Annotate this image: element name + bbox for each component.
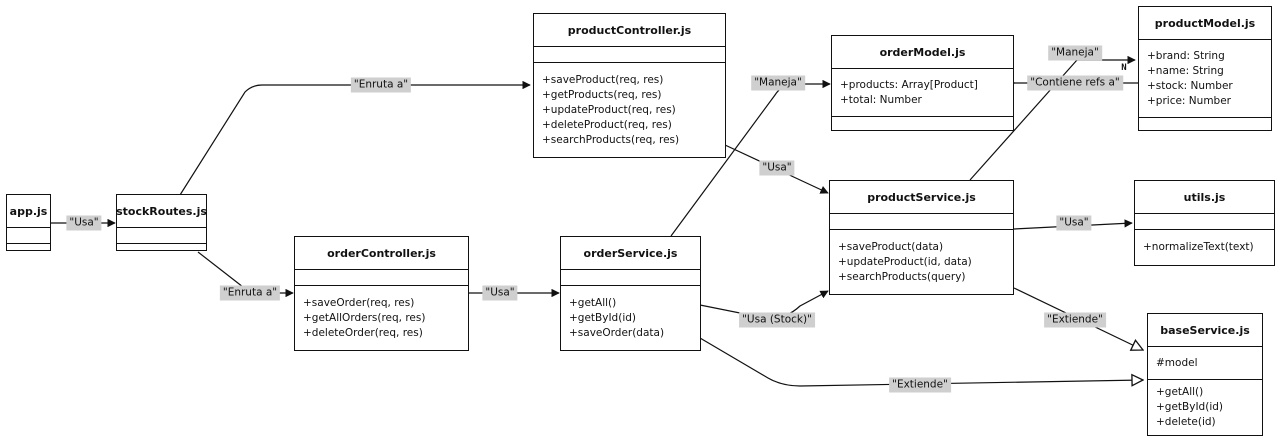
method: +searchProducts(query) [838,270,966,283]
method: +getById(id) [569,311,636,324]
class-attributes: +brand: String +name: String +stock: Numbe… [1139,40,1271,118]
edge-label-product-service-utils: "Usa" [1056,215,1092,231]
method: +saveOrder(req, res) [303,296,415,309]
method: +searchProducts(req, res) [542,133,680,146]
class-stock-routes[interactable]: stockRoutes.js [116,194,207,251]
class-name: app.js [7,195,50,228]
class-attributes: #model [1148,347,1262,380]
class-methods: +saveProduct(data) +updateProduct(id, dat… [830,230,1013,294]
class-methods: +saveOrder(req, res) +getAllOrders(req, r… [295,286,468,350]
method: +delete(id) [1156,416,1216,428]
edge-label-order-service-product-service: "Usa (Stock)" [739,312,815,328]
edge-label-product-service-base-service: "Extiende" [1044,312,1106,328]
class-product-model[interactable]: productModel.js +brand: String +name: Stri… [1138,6,1272,131]
class-name: productModel.js [1139,7,1271,40]
class-order-service[interactable]: orderService.js +getAll() +getById(id) +sav… [560,236,701,351]
class-name: baseService.js [1148,314,1262,347]
attribute: +name: String [1147,64,1224,77]
class-base-service[interactable]: baseService.js #model +getAll() +getById(id… [1147,313,1263,436]
class-methods: +saveProduct(req, res) +getProducts(req, … [534,63,725,157]
class-attributes [117,228,206,244]
class-attributes [830,214,1013,230]
attribute: #model [1156,356,1198,369]
class-name: productService.js [830,181,1013,214]
class-methods [7,244,50,252]
class-name: productController.js [534,14,725,47]
attribute: +products: Array[Product] [840,78,978,91]
class-product-controller[interactable]: productController.js +saveProduct(req, re… [533,13,726,158]
method: +deleteOrder(req, res) [303,326,423,339]
edge-label-product-service-product-model: "Maneja" [1048,45,1102,61]
class-name: orderService.js [561,237,700,270]
class-methods [117,244,206,252]
attribute: +stock: Number [1147,79,1233,92]
method: +normalizeText(text) [1143,241,1254,253]
edge-routes-product-controller [179,80,531,196]
edge-order-service-base-service [699,337,1143,386]
class-product-service[interactable]: productService.js +saveProduct(data) +upda… [829,180,1014,295]
class-attributes: +products: Array[Product] +total: Number [832,69,1013,117]
class-methods [1139,118,1271,130]
class-methods [832,117,1013,130]
class-attributes [295,270,468,286]
method: +saveProduct(data) [838,240,944,253]
class-attributes [534,47,725,63]
class-order-controller[interactable]: orderController.js +saveOrder(req, res) +g… [294,236,469,351]
edge-label-app-routes: "Usa" [66,215,102,231]
class-methods: +getAll() +getById(id) +delete(id) [1148,380,1262,435]
edge-label-product-controller-product-service: "Usa" [759,160,795,176]
class-name: utils.js [1135,181,1274,214]
edge-label-order-model-product-model: "Contiene refs a" [1027,75,1123,91]
attribute: +brand: String [1147,49,1225,62]
attribute: +price: Number [1147,94,1231,107]
method: +saveOrder(data) [569,326,665,339]
multiplicity-n: N [1121,63,1127,73]
class-name: stockRoutes.js [116,195,207,228]
class-app[interactable]: app.js [6,194,51,251]
class-name: orderController.js [295,237,468,270]
method: +updateProduct(id, data) [838,255,972,268]
method: +getProducts(req, res) [542,88,662,101]
edge-label-order-service-order-model: "Maneja" [751,75,805,91]
method: +saveProduct(req, res) [542,73,664,86]
method: +getById(id) [1156,401,1223,413]
edge-label-routes-order-controller: "Enruta a" [219,285,281,301]
method: +updateProduct(req, res) [542,103,676,116]
method: +getAll() [1156,386,1204,398]
edge-label-routes-product-controller: "Enruta a" [350,77,412,93]
class-attributes [561,270,700,286]
method: +deleteProduct(req, res) [542,118,672,131]
class-order-model[interactable]: orderModel.js +products: Array[Product] +t… [831,35,1014,131]
class-methods: +getAll() +getById(id) +saveOrder(data) [561,286,700,350]
class-attributes [7,228,50,244]
class-methods: +normalizeText(text) [1135,230,1274,265]
method: +getAll() [569,296,617,309]
class-attributes [1135,214,1274,230]
class-utils[interactable]: utils.js +normalizeText(text) [1134,180,1275,266]
edge-label-order-service-base-service: "Extiende" [889,377,951,393]
method: +getAllOrders(req, res) [303,311,426,324]
class-name: orderModel.js [832,36,1013,69]
attribute: +total: Number [840,93,922,106]
edge-label-order-controller-order-service: "Usa" [482,285,518,301]
